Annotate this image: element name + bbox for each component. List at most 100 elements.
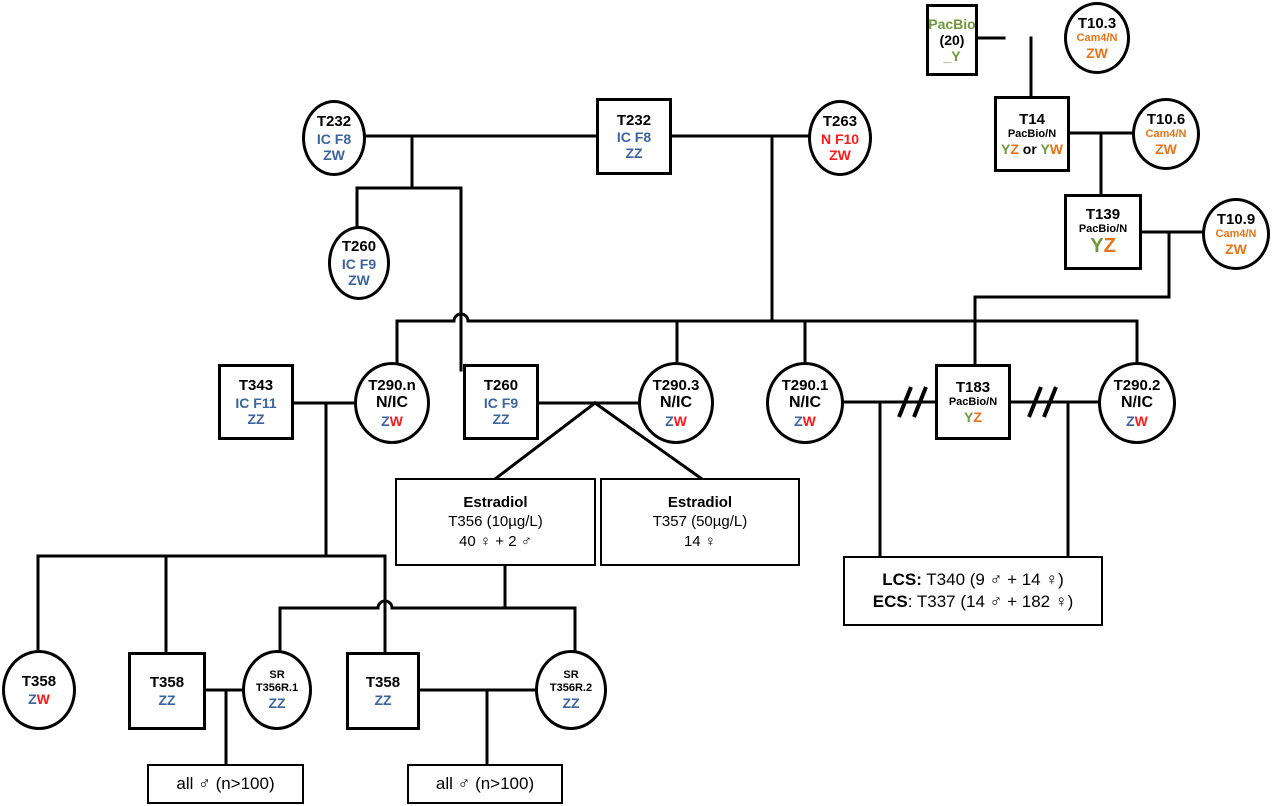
- genotype-label: YZ: [1090, 235, 1116, 258]
- genotype-label: ZZ: [247, 410, 265, 427]
- genotype-label: ZW: [665, 413, 687, 429]
- individual-id: T232: [616, 111, 652, 129]
- genotype-label: ZW: [323, 146, 345, 163]
- individual-t358-female[interactable]: T358 ZW: [2, 650, 76, 730]
- descent-line: [973, 230, 1171, 372]
- box-line-2: 14 ♀: [683, 532, 717, 550]
- genotype-label: YZ or YW: [1001, 141, 1063, 157]
- box-text: all ♂ (n>100): [435, 773, 535, 793]
- strain-label: N/IC: [1121, 394, 1153, 412]
- individual-t232-male[interactable]: T232 IC F8 ZZ: [596, 98, 672, 175]
- genotype-z: Z: [381, 412, 390, 429]
- individual-id: T10.9: [1216, 211, 1256, 228]
- individual-t10-6[interactable]: T10.6 Cam4/N ZW: [1132, 98, 1200, 170]
- individual-id: T10.3: [1077, 15, 1117, 32]
- individual-t356r2[interactable]: SR T356R.2 ZZ: [535, 650, 607, 730]
- genotype-w: W: [1049, 140, 1063, 157]
- genotype-label: ZZ: [625, 145, 643, 162]
- box-title: Estradiol: [667, 493, 733, 511]
- individual-id: T358: [149, 674, 185, 692]
- individual-t358-male-1[interactable]: T358 ZZ: [128, 652, 206, 730]
- individual-id: T343: [238, 377, 274, 395]
- sibship-line: [278, 599, 577, 610]
- genotype-z: Z: [1010, 140, 1019, 157]
- strain-label: PacBio/N: [948, 396, 998, 409]
- estradiol-10-box[interactable]: Estradiol T356 (10µg/L) 40 ♀ + 2 ♂: [395, 478, 596, 566]
- individual-t139[interactable]: T139 PacBio/N YZ: [1064, 194, 1142, 270]
- genotype-label: ZZ: [562, 694, 580, 711]
- individual-t263[interactable]: T263 N F10 ZW: [808, 100, 872, 176]
- individual-t232-female[interactable]: T232 IC F8 ZW: [302, 100, 366, 176]
- individual-t290-n[interactable]: T290.n N/IC ZW: [354, 362, 430, 444]
- genotype-label: ZZ: [374, 691, 392, 708]
- individual-t356r1[interactable]: SR T356R.1 ZZ: [242, 650, 312, 730]
- genotype-w: W: [673, 412, 687, 429]
- break-mark: [1042, 386, 1058, 418]
- genotype-label: ZW: [1086, 44, 1108, 61]
- genotype-z: Z: [794, 412, 803, 429]
- individual-t260-female[interactable]: T260 IC F9 ZW: [328, 226, 390, 300]
- genotype-label: ZW: [1126, 413, 1148, 429]
- individual-id: T290.1: [781, 377, 829, 395]
- individual-t14[interactable]: T14 PacBio/N YZ or YW: [994, 96, 1070, 172]
- genotype-or: or: [1018, 140, 1041, 157]
- estradiol-50-box[interactable]: Estradiol T357 (50µg/L) 14 ♀: [600, 478, 800, 566]
- individual-id: T356R.1: [255, 681, 299, 694]
- individual-id: T358: [21, 673, 57, 691]
- individual-id: T183: [955, 379, 991, 396]
- individual-id: T139: [1085, 205, 1121, 223]
- genotype-y: Y: [964, 408, 974, 425]
- individual-t290-1[interactable]: T290.1 N/IC ZW: [766, 362, 844, 444]
- individual-id: T14: [1019, 111, 1045, 128]
- descent-line: [592, 400, 705, 482]
- genotype-w: W: [389, 412, 403, 429]
- genotype-label: ZW: [1155, 140, 1177, 157]
- genotype-label: ZZ: [158, 691, 176, 708]
- sr-prefix: SR: [563, 669, 579, 682]
- individual-t260-male[interactable]: T260 IC F9 ZZ: [463, 364, 539, 440]
- strain-label: IC F11: [235, 394, 277, 411]
- ecs-line: ECS: T337 (14 ♂ + 182 ♀): [872, 592, 1074, 611]
- box-line-1: T357 (50µg/L): [652, 513, 748, 531]
- strain-label: IC F9: [341, 255, 377, 272]
- genotype-z: Z: [665, 412, 674, 429]
- genotype-z: Z: [1126, 412, 1135, 429]
- genotype-w: W: [1134, 412, 1148, 429]
- individual-t358-male-2[interactable]: T358 ZZ: [346, 652, 420, 730]
- individual-id: T290.3: [652, 377, 700, 395]
- individual-id: T356R.2: [549, 681, 593, 694]
- individual-t290-3[interactable]: T290.3 N/IC ZW: [638, 362, 714, 444]
- strain-label: PacBio: [928, 15, 976, 32]
- all-males-box-2[interactable]: all ♂ (n>100): [407, 764, 563, 804]
- genotype-z: Z: [1103, 235, 1116, 258]
- strain-label: N/IC: [660, 394, 692, 412]
- individual-t290-2[interactable]: T290.2 N/IC ZW: [1098, 362, 1176, 444]
- strain-label: Cam4/N: [1145, 128, 1187, 141]
- individual-t343[interactable]: T343 IC F11 ZZ: [218, 364, 294, 440]
- strain-label: Cam4/N: [1076, 32, 1118, 45]
- individual-t10-9[interactable]: T10.9 Cam4/N ZW: [1202, 198, 1270, 270]
- break-mark: [1027, 386, 1043, 418]
- descent-line: [355, 134, 414, 234]
- count-label: (20): [939, 31, 965, 48]
- strain-label: Cam4/N: [1215, 228, 1257, 241]
- genotype-y: Y: [1040, 140, 1050, 157]
- strain-label: PacBio/N: [1007, 128, 1057, 141]
- box-line-1: T356 (10µg/L): [448, 513, 543, 531]
- individual-pacbio-20[interactable]: PacBio (20) _Y: [926, 4, 978, 76]
- genotype-label: YZ: [964, 409, 982, 425]
- genotype-w: W: [36, 690, 50, 707]
- box-title: Estradiol: [463, 493, 528, 511]
- lcs-ecs-box[interactable]: LCS: T340 (9 ♂ + 14 ♀) ECS: T337 (14 ♂ +…: [843, 556, 1103, 626]
- strain-label: N F10: [820, 130, 860, 147]
- genotype-w: W: [802, 412, 816, 429]
- genotype-label: ZW: [794, 413, 816, 429]
- sibship-line: [395, 312, 1139, 323]
- individual-t10-3[interactable]: T10.3 Cam4/N ZW: [1064, 2, 1130, 74]
- strain-label: PacBio/N: [1078, 222, 1128, 235]
- genotype-label: _Y: [943, 48, 961, 65]
- individual-t183[interactable]: T183 PacBio/N YZ: [935, 364, 1011, 440]
- all-males-box-1[interactable]: all ♂ (n>100): [147, 764, 304, 804]
